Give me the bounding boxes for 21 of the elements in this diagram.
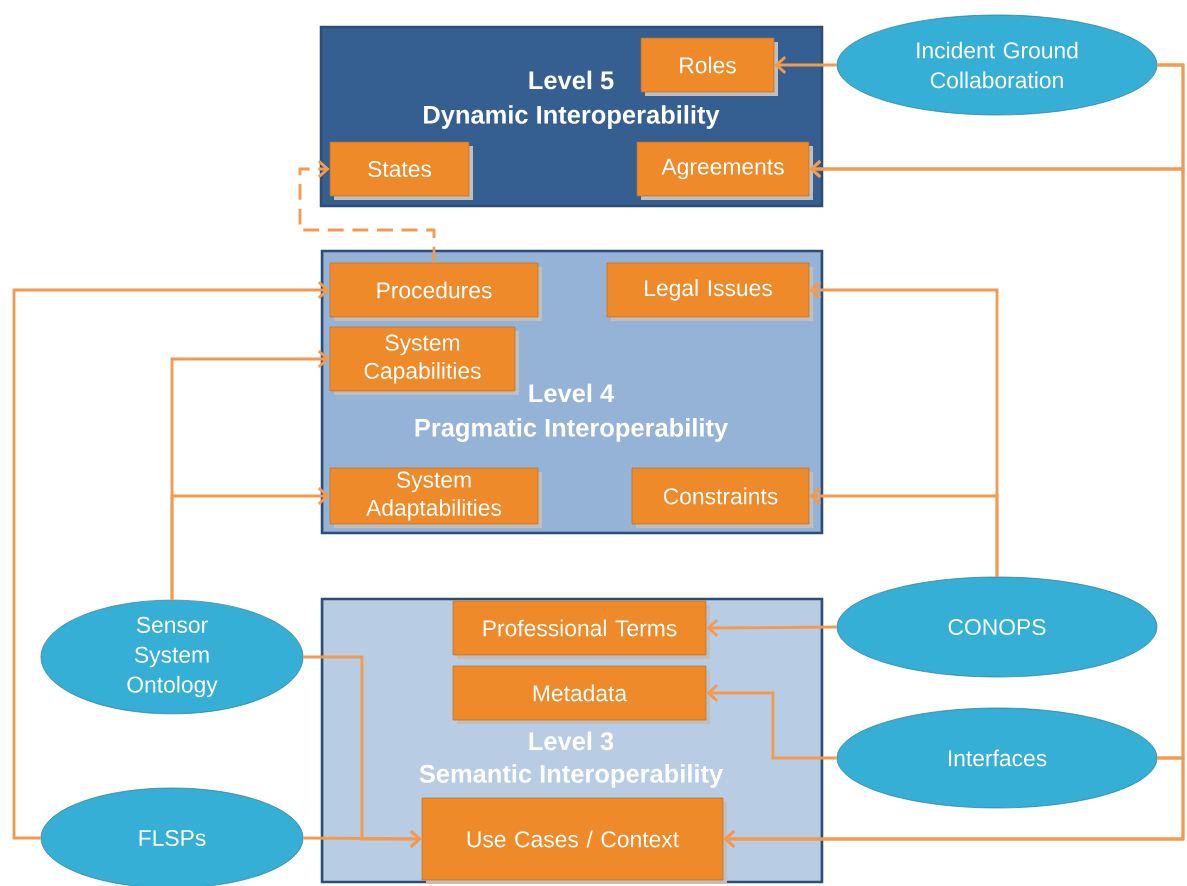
arrow [774,56,837,74]
process-box: Constraints [631,467,813,528]
process-box: Agreements [636,141,813,200]
arrow [303,829,422,848]
arrow [298,160,436,263]
arrow [12,281,330,840]
process-box: Procedures [329,262,542,321]
arrow [706,618,837,637]
process-box: Professional Terms [452,600,710,659]
process-box: System Adaptabilities [329,467,542,528]
process-box: States [329,141,473,200]
process-box: Roles [640,37,778,96]
arrow [809,160,1185,760]
arrow [170,487,330,600]
process-box: Metadata [452,665,710,724]
process-box: Legal Issues [606,262,813,321]
process-box: System Capabilities [329,326,519,395]
arrow [809,487,999,577]
process-box: Use Cases / Context [421,797,727,884]
arrow [706,684,837,760]
arrow [723,756,1185,848]
